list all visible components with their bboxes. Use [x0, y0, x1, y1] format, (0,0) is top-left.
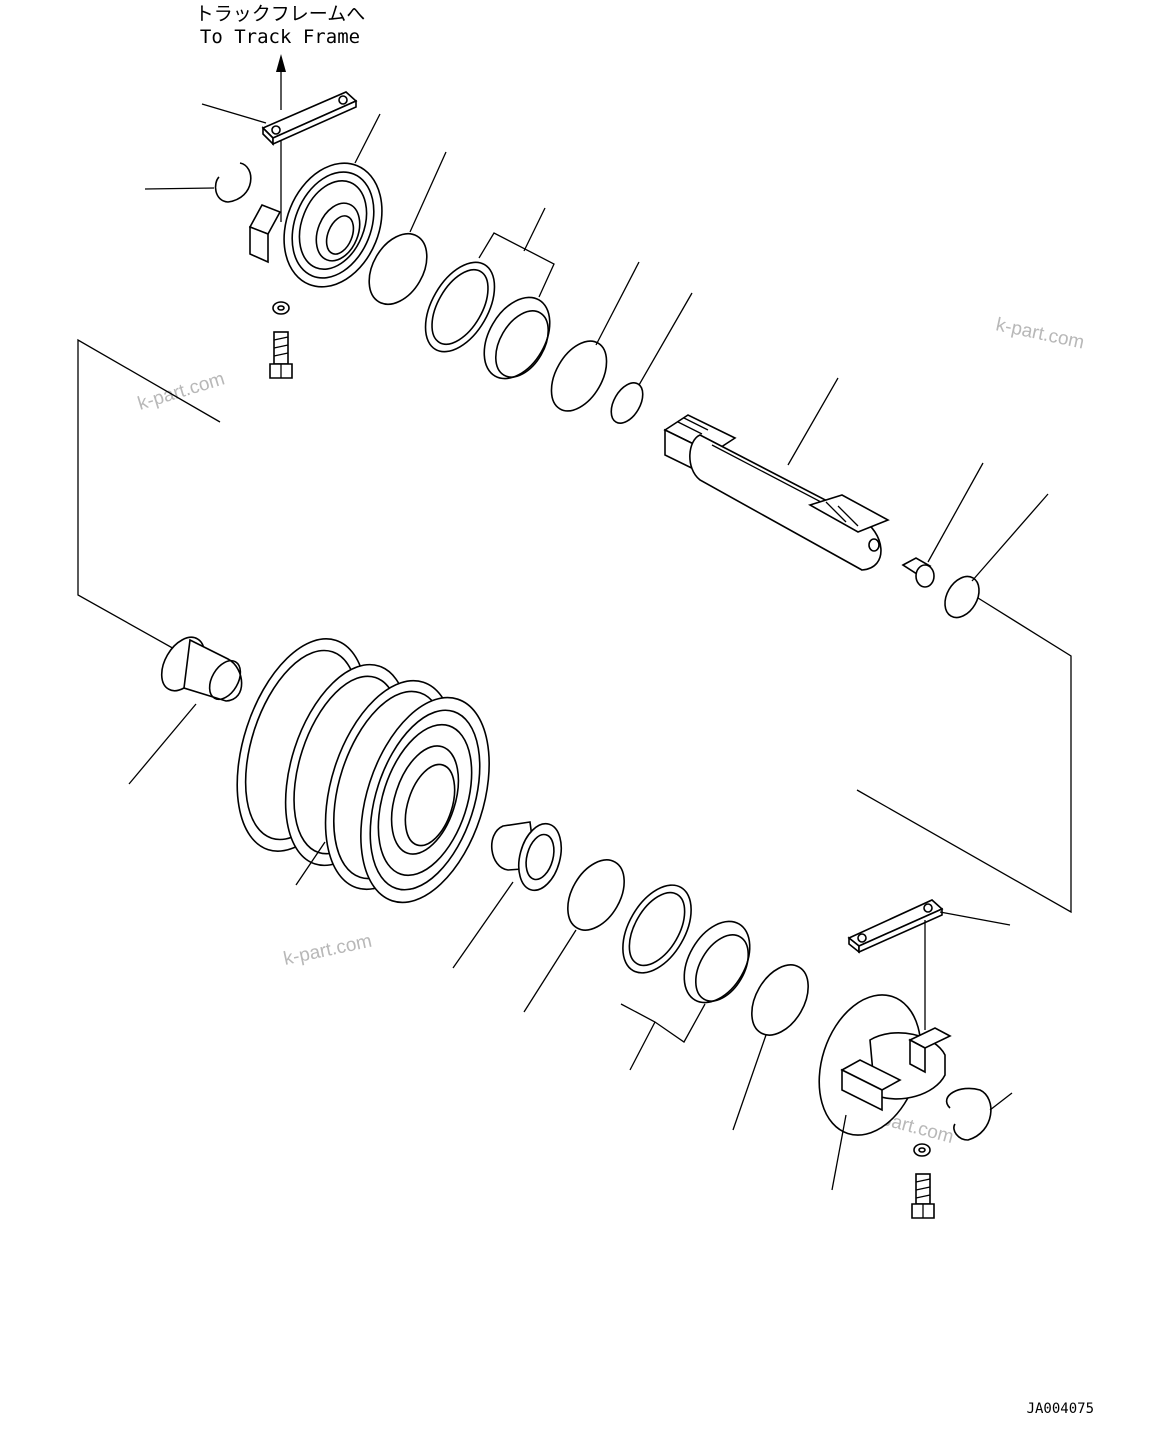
watermark: k-part.com	[135, 368, 227, 414]
upper-snap-ring	[144, 162, 252, 203]
o-ring-right	[944, 493, 1049, 619]
drawing-code: JA004075	[1027, 1401, 1094, 1417]
small-o-ring	[610, 292, 693, 424]
lower-collar	[818, 994, 952, 1191]
track-frame-jp-label: トラックフレームへ	[195, 3, 365, 25]
lower-snap-ring	[946, 1087, 1013, 1141]
lower-bolt-assembly	[911, 1143, 935, 1219]
upper-plate	[201, 91, 358, 222]
lower-plate	[847, 899, 1011, 1030]
o-ring-upper-2	[550, 261, 640, 412]
watermark: k-part.com	[994, 314, 1086, 353]
track-frame-en-label: To Track Frame	[200, 26, 360, 48]
floating-seal-lower	[620, 884, 751, 1071]
shaft	[663, 377, 890, 571]
assembly-outline	[77, 338, 1072, 914]
right-bushing	[452, 821, 563, 969]
o-ring-lower-2	[732, 964, 809, 1131]
left-bushing	[128, 636, 243, 785]
track-roller	[236, 638, 490, 904]
plug	[901, 462, 984, 588]
direction-arrow	[276, 54, 286, 110]
watermark: k-part.com	[282, 931, 374, 970]
o-ring-lower-1	[523, 859, 625, 1013]
upper-bolt-assembly	[269, 301, 293, 379]
floating-seal-upper	[424, 207, 555, 380]
upper-collar	[248, 113, 383, 288]
o-ring-upper-1	[368, 151, 447, 306]
